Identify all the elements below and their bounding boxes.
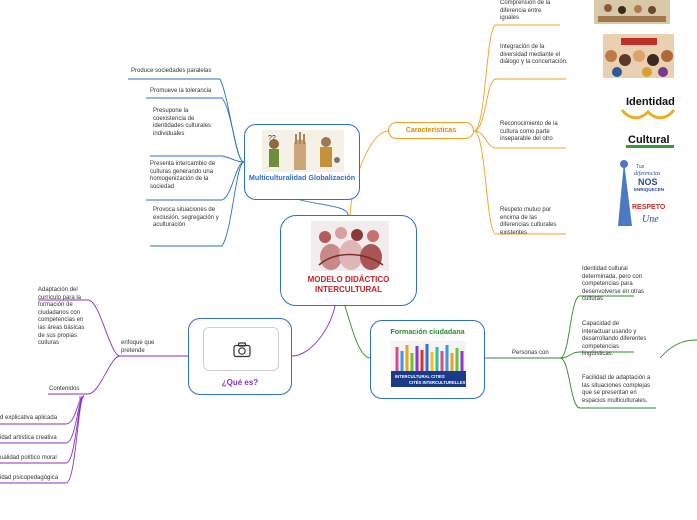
contenidos-item-1: d explicativa aplicada xyxy=(0,415,58,421)
formacion-item-3: Facilidad de adaptación a las situacione… xyxy=(582,375,651,404)
multi-item-4: Presenta intercambio de culturas generan… xyxy=(150,161,216,190)
cites-interculturelles-text: CITÉS INTERCULTURELLES xyxy=(409,380,466,385)
multi-item-5: Provoca situaciones de exclusión, segreg… xyxy=(153,207,219,229)
camera-icon xyxy=(233,342,251,358)
contenidos-label: Contenidos xyxy=(49,386,80,392)
intercultural-cities-image: INTERCULTURAL CITIES CITÉS INTERCULTUREL… xyxy=(391,341,466,387)
personas-label: Personas con xyxy=(512,350,549,356)
caracteristicas-node[interactable]: Características xyxy=(388,122,474,139)
enfoque-label: enfoque que pretende xyxy=(121,340,155,354)
contenidos-item-4: idad psicopedagógica xyxy=(0,475,59,481)
multiculturalidad-node[interactable]: ?? Multiculturalidad Globalización xyxy=(244,124,360,200)
formacion-title: Formación ciudadana xyxy=(390,327,465,336)
central-node[interactable]: MODELO DIDÁCTICO INTERCULTURAL xyxy=(280,215,417,306)
respeto-nos: NOS xyxy=(638,177,658,187)
caract-item-2: Integración de la diversidad mediante el… xyxy=(500,44,568,66)
formacion-ciudadana-node[interactable]: Formación ciudadana INTERCULTURAL C xyxy=(370,320,485,399)
contenidos-item-2: idad artística creativa xyxy=(0,435,57,441)
caract-item-4: Respeto mutuo por encima de las diferenc… xyxy=(500,207,557,236)
que-es-node[interactable]: ¿Qué es? xyxy=(188,318,292,395)
svg-text:??: ?? xyxy=(268,135,276,142)
caract-item-1: Comprensión de la diferencia entre igual… xyxy=(500,0,551,22)
que-es-title: ¿Qué es? xyxy=(221,378,259,387)
respeto-tus: Tus xyxy=(636,164,645,170)
diversity-image-2 xyxy=(603,34,674,78)
cultural-word: Cultural xyxy=(628,134,670,146)
intercultural-cities-text: INTERCULTURAL CITIES xyxy=(395,374,445,379)
multiculturalidad-title: Multiculturalidad Globalización xyxy=(248,173,356,182)
image-placeholder xyxy=(203,327,279,371)
multi-item-1: Produce sociedades paralelas xyxy=(131,68,212,74)
contenidos-item-3: ualidad político moral xyxy=(0,455,57,461)
respeto-image: Tus diferencias NOS ENRIQUECEN RESPETO U… xyxy=(612,156,672,230)
caract-item-3: Reconocimiento de la cultura como parte … xyxy=(500,121,558,143)
central-title: MODELO DIDÁCTICO INTERCULTURAL xyxy=(307,275,390,294)
identidad-word: Identidad xyxy=(626,96,675,108)
multi-item-2: Promueve la tolerancia xyxy=(150,88,212,94)
central-group-image xyxy=(311,221,389,271)
respeto-word: RESPETO xyxy=(632,204,666,211)
adaptacion-text: Adaptación del currículo para la formaci… xyxy=(38,287,85,347)
hands-people-image: ?? xyxy=(262,130,344,172)
une-word: Une xyxy=(642,214,659,225)
formacion-item-2: Capacidad de interactuar usando y desarr… xyxy=(582,321,647,358)
formacion-item-1: Identidad cultural determinada, pero con… xyxy=(582,266,645,303)
multi-item-3: Presupone la coexistencia de identidades… xyxy=(153,108,212,137)
identidad-cultural-image: Identidad Cultural xyxy=(610,90,686,148)
respeto-enriquecen: ENRIQUECEN xyxy=(634,187,664,192)
respeto-diferencias: diferencias xyxy=(634,170,661,177)
diversity-image-1 xyxy=(594,0,670,24)
